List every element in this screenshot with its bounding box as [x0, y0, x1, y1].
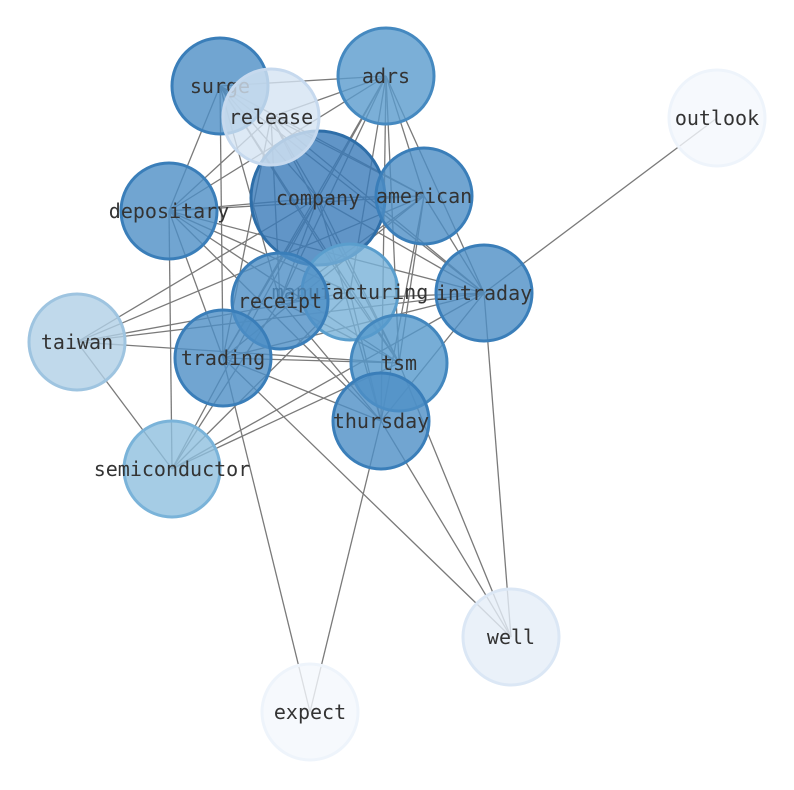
- node-label-trading: trading: [181, 346, 265, 370]
- node-label-receipt: receipt: [238, 289, 322, 313]
- node-expect: expect: [260, 662, 360, 762]
- node-label-company: company: [276, 186, 360, 210]
- node-circle-intraday: [434, 243, 534, 343]
- node-label-tsm: tsm: [381, 351, 417, 375]
- node-circle-outlook: [667, 68, 767, 168]
- node-label-thursday: thursday: [333, 409, 429, 433]
- node-circle-well: [461, 587, 561, 687]
- node-label-american: american: [376, 184, 472, 208]
- node-intraday: intraday: [434, 243, 534, 343]
- node-american: american: [374, 146, 474, 246]
- node-well: well: [461, 587, 561, 687]
- node-thursday: thursday: [331, 371, 431, 471]
- edge-intraday-semiconductor: [171, 292, 485, 470]
- node-circle-adrs: [336, 26, 436, 126]
- node-label-expect: expect: [274, 700, 346, 724]
- node-release: release: [221, 67, 321, 167]
- node-adrs: adrs: [336, 26, 436, 126]
- node-depositary: depositary: [109, 161, 229, 261]
- node-circle-taiwan: [27, 292, 127, 392]
- node-circle-release: [221, 67, 321, 167]
- edge-trading-well: [222, 357, 512, 638]
- node-label-adrs: adrs: [362, 64, 410, 88]
- node-layer: companymanufacturingreceiptamericanadrss…: [27, 26, 767, 762]
- node-label-semiconductor: semiconductor: [94, 457, 251, 481]
- node-semiconductor: semiconductor: [94, 419, 251, 519]
- node-label-well: well: [487, 625, 535, 649]
- node-label-taiwan: taiwan: [41, 330, 113, 354]
- node-circle-trading: [173, 308, 273, 408]
- edge-thursday-expect: [309, 420, 382, 713]
- node-circle-semiconductor: [122, 419, 222, 519]
- node-circle-thursday: [331, 371, 431, 471]
- node-label-outlook: outlook: [675, 106, 759, 130]
- node-trading: trading: [173, 308, 273, 408]
- edge-trading-expect: [222, 357, 311, 713]
- node-circle-expect: [260, 662, 360, 762]
- node-label-depositary: depositary: [109, 199, 229, 223]
- node-circle-american: [374, 146, 474, 246]
- node-outlook: outlook: [667, 68, 767, 168]
- node-circle-depositary: [119, 161, 219, 261]
- edge-intraday-well: [483, 292, 512, 638]
- node-label-intraday: intraday: [436, 281, 532, 305]
- node-taiwan: taiwan: [27, 292, 127, 392]
- node-label-release: release: [229, 105, 313, 129]
